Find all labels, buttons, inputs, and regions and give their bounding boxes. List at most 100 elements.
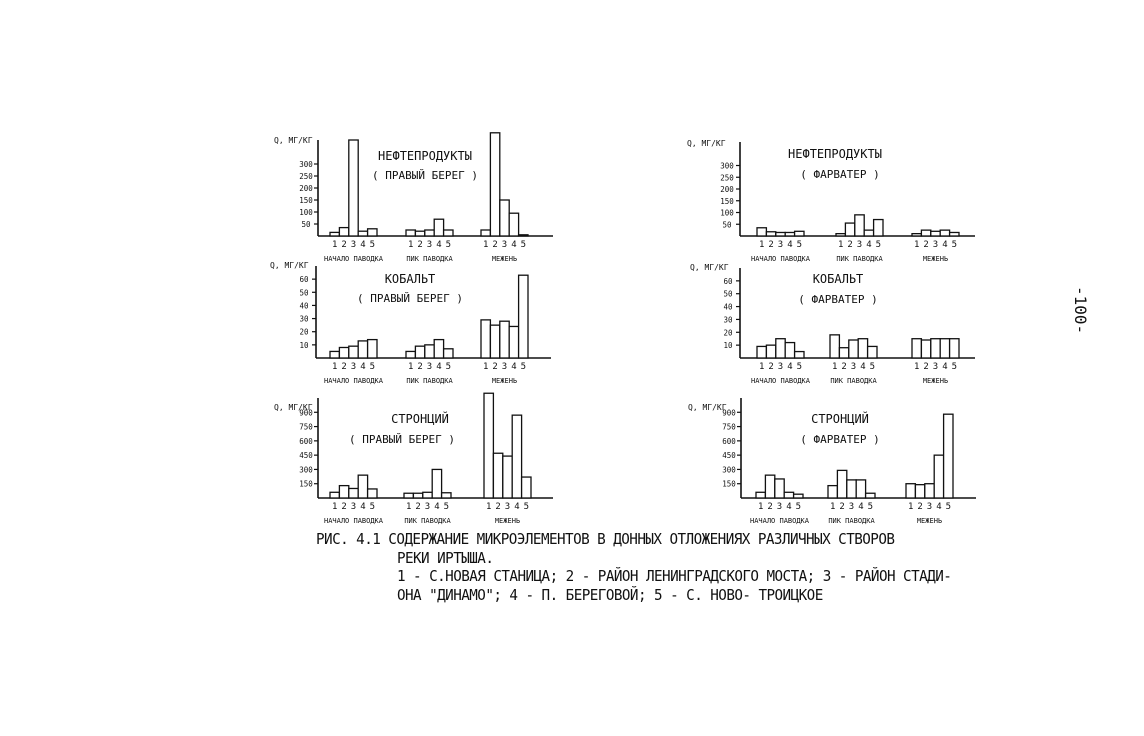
group-label: ПИК ПАВОДКА: [406, 255, 453, 263]
bar-number-label: 2: [341, 502, 346, 512]
bar: [765, 231, 777, 237]
bar: [489, 132, 501, 237]
y-tick-label: 200: [299, 184, 313, 193]
bar-number-label: 5: [952, 240, 957, 250]
bar-number-label: 4: [942, 240, 947, 250]
bar: [793, 230, 805, 237]
group-label: МЕЖЕНЬ: [923, 377, 948, 385]
bar-number-label: 5: [446, 362, 451, 372]
bar-number-label: 3: [427, 240, 432, 250]
bar-number-label: 2: [415, 502, 420, 512]
bar-number-label: 1: [832, 362, 837, 372]
bar: [905, 483, 917, 499]
bar: [765, 344, 777, 359]
y-axis-label: Q, МГ/КГ: [688, 403, 727, 412]
bar: [517, 274, 529, 359]
bar: [357, 474, 369, 499]
y-axis-label: Q, МГ/КГ: [274, 136, 313, 145]
bar-number-label: 4: [360, 362, 365, 372]
y-tick-label: 150: [722, 480, 736, 489]
bar-number-label: 2: [917, 502, 922, 512]
bar: [440, 492, 452, 499]
bar-number-label: 1: [908, 502, 913, 512]
bar-number-label: 3: [857, 240, 862, 250]
y-tick-label: 50: [299, 288, 309, 297]
group-label: ПИК ПАВОДКА: [836, 255, 883, 263]
y-tick-label: 40: [299, 301, 309, 310]
bar-number-label: 3: [425, 502, 430, 512]
bar: [424, 344, 435, 359]
chart-title: НЕФТЕПРОДУКТЫ: [378, 149, 472, 163]
bar: [508, 325, 520, 359]
bar: [920, 339, 932, 359]
bar: [489, 324, 501, 359]
bar: [864, 492, 876, 499]
bar-number-label: 4: [942, 362, 947, 372]
y-tick-label: 300: [299, 160, 313, 169]
bar: [338, 484, 350, 499]
bar: [366, 488, 378, 499]
bar-number-label: 5: [446, 240, 451, 250]
bar-number-label: 1: [759, 362, 764, 372]
bar-number-label: 1: [486, 502, 491, 512]
y-tick-label: 100: [299, 208, 313, 217]
bar: [948, 231, 960, 237]
bar-number-label: 1: [914, 240, 919, 250]
bar: [838, 347, 850, 359]
bar-number-label: 2: [492, 362, 497, 372]
bar-number-label: 2: [417, 362, 422, 372]
bar-number-label: 3: [778, 362, 783, 372]
page-number: -100-: [1071, 286, 1090, 335]
y-tick-label: 450: [299, 451, 313, 460]
group-label: МЕЖЕНЬ: [495, 517, 520, 525]
bar: [431, 468, 443, 499]
group-label: НАЧАЛО ПАВОДКА: [750, 517, 810, 525]
bar-number-label: 3: [777, 502, 782, 512]
group-label: НАЧАЛО ПАВОДКА: [324, 517, 384, 525]
bar: [933, 454, 945, 499]
bar: [827, 484, 839, 499]
caption-line-2: РЕКИ ИРТЫША.: [396, 548, 494, 567]
bar-number-label: 4: [866, 240, 871, 250]
bar-number-label: 1: [408, 362, 413, 372]
caption-line-3: 1 - С.НОВАЯ СТАНИЦА; 2 - РАЙОН ЛЕНИНГРАД…: [396, 567, 952, 585]
chart-title: НЕФТЕПРОДУКТЫ: [788, 147, 882, 161]
y-tick-label: 900: [722, 408, 736, 417]
bar-number-label: 1: [483, 240, 488, 250]
y-tick-label: 20: [299, 328, 309, 337]
bar-number-label: 5: [521, 240, 526, 250]
bar-number-label: 3: [933, 362, 938, 372]
bar: [329, 231, 341, 237]
chart-subtitle: ( ФАРВАТЕР ): [800, 168, 879, 181]
bar: [520, 476, 532, 499]
bar-number-label: 4: [514, 502, 519, 512]
bar-number-label: 5: [797, 362, 802, 372]
bar: [338, 226, 350, 237]
bar-number-label: 1: [758, 502, 763, 512]
bar-number-label: 5: [370, 240, 375, 250]
group-label: МЕЖЕНЬ: [492, 377, 517, 385]
bar-number-label: 2: [768, 362, 773, 372]
bar-number-label: 4: [511, 240, 516, 250]
bar: [836, 469, 848, 499]
bar-number-label: 3: [505, 502, 510, 512]
chart-subtitle: ( ПРАВЫЙ БЕРЕГ ): [349, 433, 455, 446]
bar-number-label: 4: [786, 502, 791, 512]
y-tick-label: 40: [723, 303, 733, 312]
bar-number-label: 2: [841, 362, 846, 372]
bar: [855, 479, 867, 499]
bar-number-label: 1: [483, 362, 488, 372]
group-label: МЕЖЕНЬ: [917, 517, 942, 525]
bar-number-label: 4: [436, 362, 441, 372]
caption-line-1: РИС. 4.1 СОДЕРЖАНИЕ МИКРОЭЛЕМЕНТОВ В ДОН…: [316, 530, 978, 549]
bar: [854, 214, 865, 237]
bar: [424, 229, 435, 237]
chart-subtitle: ( ПРАВЫЙ БЕРЕГ ): [357, 292, 463, 305]
bar: [775, 231, 786, 237]
chart-title: СТРОНЦИЙ: [391, 411, 449, 426]
bar-number-label: 1: [830, 502, 835, 512]
bar-number-label: 1: [914, 362, 919, 372]
bar-number-label: 5: [876, 240, 881, 250]
bar: [911, 338, 923, 359]
group-label: ПИК ПАВОДКА: [828, 517, 875, 525]
